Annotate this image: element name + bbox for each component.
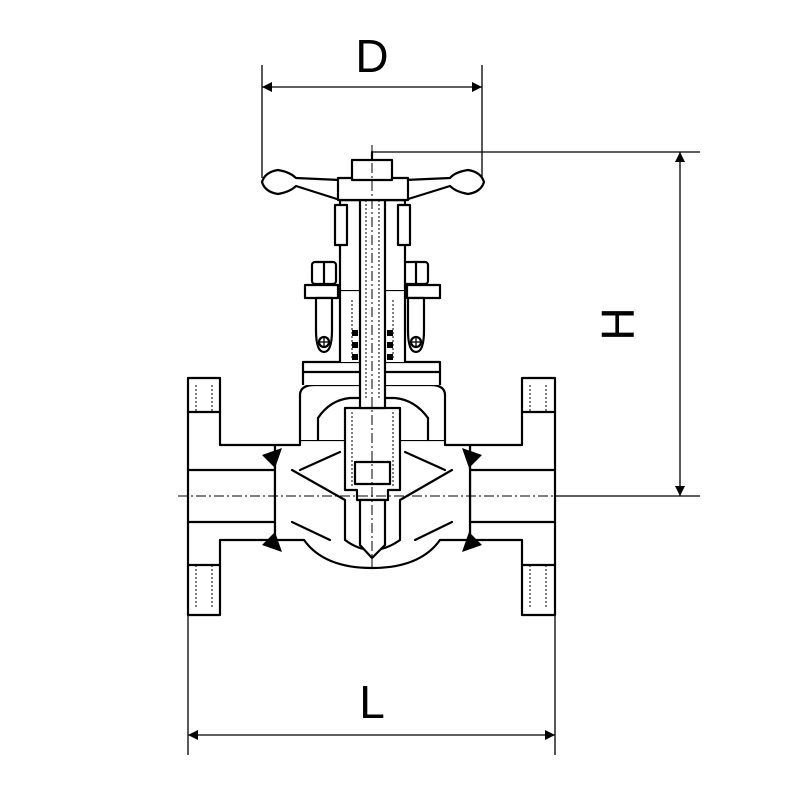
valve-body xyxy=(186,376,557,617)
dimension-l: L xyxy=(187,615,556,755)
dimension-h-label: H xyxy=(592,307,644,340)
left-eyebolt xyxy=(310,260,338,354)
dimension-l-label: L xyxy=(359,676,385,728)
handwheel xyxy=(260,150,486,202)
center-lines xyxy=(178,145,565,570)
dimension-d: D xyxy=(261,30,483,178)
dimension-h: H xyxy=(372,151,700,497)
dimension-d-label: D xyxy=(355,30,388,82)
right-eyebolt xyxy=(402,260,430,354)
